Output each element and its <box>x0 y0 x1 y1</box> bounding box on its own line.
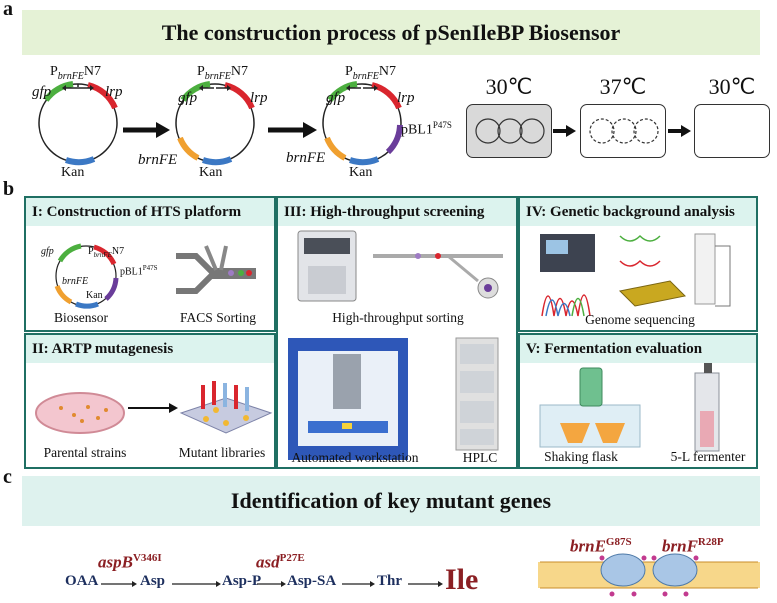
box-ii-title: II: ARTP mutagenesis <box>26 335 274 363</box>
artp-illustration <box>35 381 273 434</box>
plasmid-1-lrp-label: lrp <box>105 84 123 100</box>
box-iii-caption-sorting: High-throughput sorting <box>332 310 464 325</box>
plasmid-3-kan-label: Kan <box>349 165 373 180</box>
box-i-title: I: Construction of HTS platform <box>26 198 274 226</box>
panel-label-b: b <box>3 178 15 200</box>
box-i-promoter-label: PbrnFEN7 <box>88 246 125 259</box>
plasmid-3-gfp-label: gfp <box>326 90 346 106</box>
plate-30c-2 <box>694 104 770 158</box>
plate-37c <box>580 104 666 158</box>
plasmid-3-lrp-label: lrp <box>397 90 415 106</box>
box-i-caption-facs: FACS Sorting <box>180 310 256 325</box>
box-iv-caption-sequencing: Genome sequencing <box>585 312 695 327</box>
plasmid-1-promoter-label: PbrnFEN7 <box>50 64 102 82</box>
temp-label-1: 30℃ <box>485 74 533 99</box>
box-v-title: V: Fermentation evaluation <box>520 335 756 363</box>
genome-sequencing-illustration <box>540 233 731 317</box>
plasmid-2-brnfe-label: brnFE <box>138 152 178 168</box>
plasmid-1-gfp-label: gfp <box>32 84 52 100</box>
pathway-oaa: OAA <box>65 573 99 589</box>
plate-30c-1 <box>466 104 552 158</box>
plasmid-1-kan-label: Kan <box>61 165 85 180</box>
plasmid-2-kan-label: Kan <box>199 165 223 180</box>
pathway-asp: Asp <box>140 573 166 589</box>
box-iii-title: III: High-throughput screening <box>278 198 516 226</box>
pathway-asp-sa: Asp-SA <box>287 573 337 589</box>
box-i-pbl-label: pBL1P47S <box>120 264 158 278</box>
box-construction-hts: I: Construction of HTS platform gfp Pbrn… <box>24 196 276 332</box>
box-v-caption-flask: Shaking flask <box>544 449 618 464</box>
fermentation-illustration <box>539 363 720 452</box>
mutation-asd: asdP27E <box>256 552 305 572</box>
box-artp-mutagenesis: II: ARTP mutagenesis Parental strains Mu… <box>24 333 276 469</box>
plasmid-3-brnfe-label: brnFE <box>286 150 326 166</box>
box-fermentation-evaluation: V: Fermentation evaluation Shaking flask… <box>518 333 758 469</box>
panel-label-c: c <box>3 466 12 488</box>
mutation-aspb: aspBV346I <box>98 552 162 572</box>
box-i-brnfe-label: brnFE <box>62 276 89 287</box>
panel-c-title: Identification of key mutant genes <box>230 488 552 513</box>
box-i-kan-label: Kan <box>86 290 103 301</box>
plasmid-2-gfp-label: gfp <box>178 90 198 106</box>
panel-label-a: a <box>3 0 13 20</box>
panel-a-title: The construction process of pSenIleBP Bi… <box>161 20 621 45</box>
mutation-brnf: brnFR28P <box>662 536 724 556</box>
plasmid-2-lrp-label: lrp <box>250 90 268 106</box>
pathway-asp-p: Asp-P <box>222 573 262 589</box>
temp-label-3: 30℃ <box>708 74 756 99</box>
plasmid-3-pbl-label: pBL1P47S <box>401 120 452 138</box>
plasmid-3-promoter-label: PbrnFEN7 <box>345 64 397 82</box>
box-i-gfp-label: gfp <box>41 246 54 257</box>
pathway-ile: Ile <box>445 563 479 596</box>
plasmid-1-diagram <box>38 81 691 166</box>
panel-c-title-banner: Identification of key mutant genes <box>22 476 760 526</box>
box-iv-title: IV: Genetic background analysis <box>520 198 756 226</box>
box-iii-caption-workstation: Automated workstation <box>291 450 419 465</box>
box-genetic-background: IV: Genetic background analysis Genome s… <box>518 196 758 332</box>
box-v-caption-fermenter: 5-L fermenter <box>670 449 746 464</box>
temp-label-2: 37℃ <box>599 74 647 99</box>
plasmid-2-promoter-label: PbrnFEN7 <box>197 64 249 82</box>
biosensor-plasmid-icon <box>54 243 256 309</box>
box-ii-caption-mutant: Mutant libraries <box>178 445 266 460</box>
box-iii-caption-hplc: HPLC <box>462 450 498 465</box>
panel-a-title-banner: The construction process of pSenIleBP Bi… <box>22 10 760 55</box>
box-ii-caption-parental: Parental strains <box>43 445 127 460</box>
mutation-brne: brnEG87S <box>570 536 632 556</box>
hts-illustration <box>288 230 503 460</box>
box-high-throughput-screening: III: High-throughput screening High-thro… <box>276 196 518 469</box>
box-i-caption-biosensor: Biosensor <box>54 310 108 325</box>
pathway-thr: Thr <box>377 573 403 589</box>
